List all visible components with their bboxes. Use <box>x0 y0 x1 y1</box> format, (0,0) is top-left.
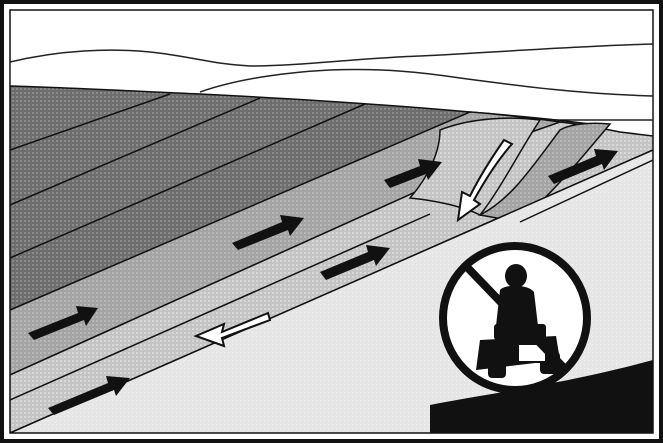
mow-stripe-line-1 <box>10 93 171 151</box>
arrow-right-1 <box>28 306 98 340</box>
hill-ridge-line <box>199 68 653 97</box>
arrow-right-2 <box>48 376 130 415</box>
arrow-left-hollow <box>193 311 272 348</box>
arrow-right-3 <box>232 215 304 250</box>
arrow-right-5 <box>384 159 442 188</box>
arrow-turn-hollow <box>456 138 514 223</box>
no-riding-mower-on-slope-icon <box>439 242 591 394</box>
mow-stripe-line-2 <box>10 97 261 206</box>
strip-divider-line <box>10 213 431 401</box>
ground-shadow <box>430 360 653 433</box>
strip-edge-right <box>519 159 653 223</box>
arrow-right-6 <box>548 149 618 184</box>
arrow-right-4 <box>320 245 390 280</box>
direction-arrows <box>28 149 618 415</box>
mow-stripe-line-3 <box>10 103 366 259</box>
turn-curl-back <box>477 122 612 223</box>
